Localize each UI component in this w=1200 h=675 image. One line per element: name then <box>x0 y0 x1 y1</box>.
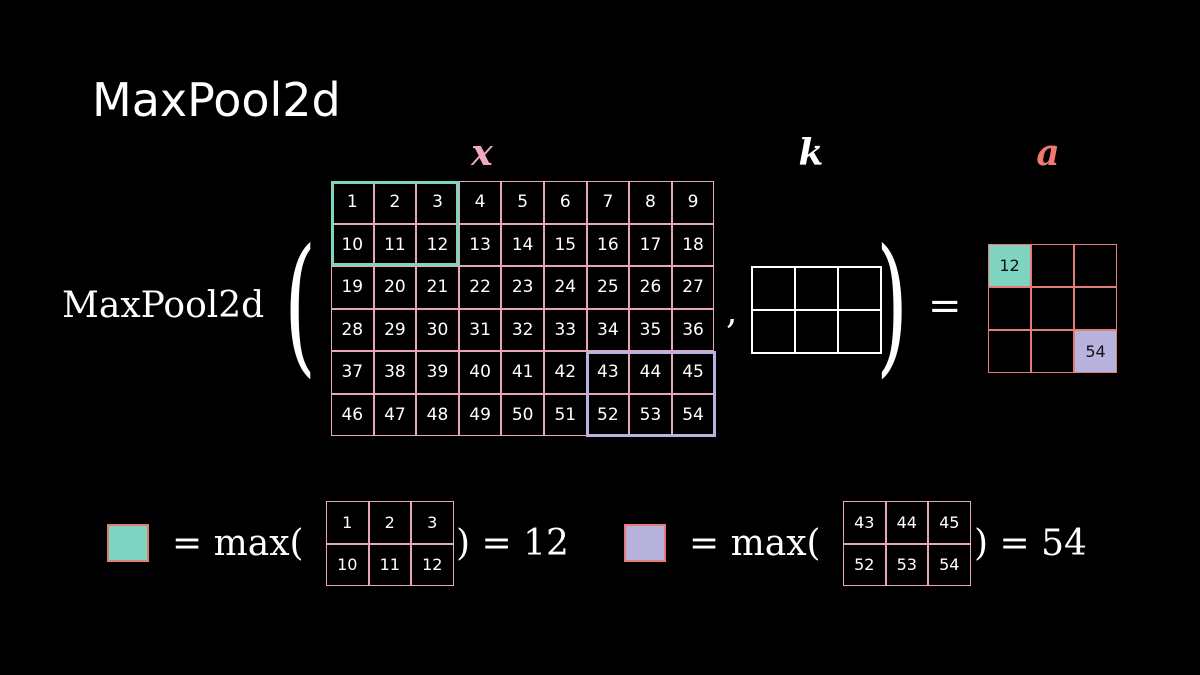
pool-window-lavender <box>586 351 716 437</box>
s1-grid-cell: 10 <box>326 543 369 586</box>
s2-grid-cell: 52 <box>843 543 886 586</box>
s1-grid-cell: 3 <box>411 501 454 544</box>
kernel-cell <box>795 310 838 353</box>
s2-grid-cell: 44 <box>885 501 928 544</box>
kernel-cell <box>838 267 881 310</box>
x-grid-cell: 48 <box>416 393 459 436</box>
x-grid-cell: 41 <box>501 351 544 394</box>
x-grid-cell: 36 <box>671 308 715 351</box>
x-grid-cell: 42 <box>543 351 587 394</box>
maxpool-function-name: MaxPool2d <box>62 285 265 326</box>
a-grid-cell <box>1074 244 1117 287</box>
comma: , <box>726 291 738 332</box>
s1-grid-cell: 11 <box>368 543 411 586</box>
x-grid-cell: 4 <box>458 181 502 224</box>
x-grid-cell: 31 <box>458 308 502 351</box>
x-grid-cell: 17 <box>629 223 672 266</box>
s2-grid-cell: 53 <box>885 543 928 586</box>
x-grid-cell: 24 <box>543 266 587 309</box>
a-grid-cell <box>988 287 1031 330</box>
open-paren: ( <box>284 218 317 392</box>
x-grid-cell: 34 <box>586 308 630 351</box>
pool-window-teal <box>331 181 459 266</box>
x-grid-cell: 16 <box>586 223 630 266</box>
equals-sign: = <box>928 283 962 329</box>
teal-swatch <box>107 524 149 562</box>
x-grid-cell: 28 <box>331 308 374 351</box>
a-grid-cell <box>1031 287 1074 330</box>
x-grid-cell: 19 <box>331 266 374 309</box>
lavender-swatch <box>624 524 666 562</box>
x-grid-cell: 35 <box>629 308 672 351</box>
a-grid-cell: 54 <box>1074 330 1117 373</box>
x-grid-cell: 7 <box>586 181 630 224</box>
x-grid-cell: 23 <box>501 266 544 309</box>
kernel-cell <box>752 267 795 310</box>
s1-grid-cell: 2 <box>368 501 411 544</box>
x-grid-cell: 33 <box>543 308 587 351</box>
kernel-k <box>751 266 882 354</box>
a-grid-cell <box>1031 330 1074 373</box>
a-grid-cell <box>1031 244 1074 287</box>
s2-grid-cell: 45 <box>928 501 971 544</box>
x-grid-cell: 18 <box>671 223 715 266</box>
x-grid-cell: 30 <box>416 308 459 351</box>
x-grid-cell: 6 <box>543 181 587 224</box>
x-grid-cell: 8 <box>629 181 672 224</box>
output-matrix-a: 12 54 <box>988 244 1117 373</box>
x-grid-cell: 21 <box>416 266 459 309</box>
x-grid-cell: 40 <box>458 351 502 394</box>
x-grid-cell: 5 <box>501 181 544 224</box>
eq1-suffix: ) = 12 <box>456 523 569 564</box>
x-grid-cell: 22 <box>458 266 502 309</box>
kernel-cell <box>752 310 795 353</box>
k-label: k <box>798 132 824 174</box>
x-grid-cell: 15 <box>543 223 587 266</box>
x-grid-cell: 39 <box>416 351 459 394</box>
x-grid-cell: 32 <box>501 308 544 351</box>
x-grid-cell: 37 <box>331 351 374 394</box>
x-grid-cell: 47 <box>373 393 417 436</box>
x-grid-cell: 13 <box>458 223 502 266</box>
a-grid-cell <box>1074 287 1117 330</box>
s1-grid-cell: 12 <box>411 543 454 586</box>
eq2-prefix: = max( <box>689 523 821 564</box>
x-label: x <box>471 132 493 174</box>
x-grid-cell: 29 <box>373 308 417 351</box>
s2-grid-cell: 43 <box>843 501 886 544</box>
a-grid-cell <box>988 330 1031 373</box>
x-grid-cell: 38 <box>373 351 417 394</box>
x-grid-cell: 49 <box>458 393 502 436</box>
kernel-cell <box>795 267 838 310</box>
slide-title: MaxPool2d <box>92 73 341 127</box>
x-grid-cell: 9 <box>671 181 715 224</box>
a-grid-cell: 12 <box>988 244 1031 287</box>
x-grid-cell: 25 <box>586 266 630 309</box>
s1-grid-cell: 1 <box>326 501 369 544</box>
x-grid-cell: 14 <box>501 223 544 266</box>
s2-grid-cell: 54 <box>928 543 971 586</box>
eq1-prefix: = max( <box>172 523 304 564</box>
x-grid-cell: 50 <box>501 393 544 436</box>
kernel-cell <box>838 310 881 353</box>
x-grid-cell: 20 <box>373 266 417 309</box>
x-grid-cell: 51 <box>543 393 587 436</box>
x-grid-cell: 26 <box>629 266 672 309</box>
x-grid-cell: 46 <box>331 393 374 436</box>
eq2-suffix: ) = 54 <box>974 523 1087 564</box>
a-label: a <box>1036 132 1060 174</box>
x-grid-cell: 27 <box>671 266 715 309</box>
